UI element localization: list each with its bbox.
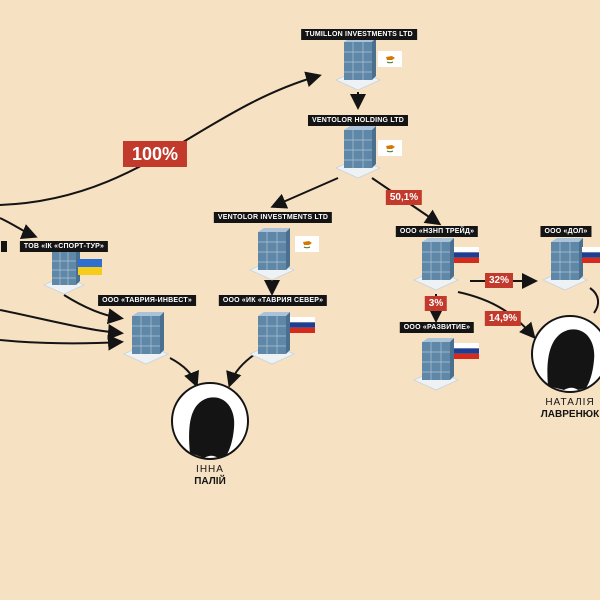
russia-flag <box>290 317 315 333</box>
arrow-tavria-invest-to-inna <box>169 357 199 388</box>
label-dol: ООО «ДОЛ» <box>540 226 592 237</box>
russia-flag <box>454 247 479 263</box>
building-tumillon <box>335 38 381 91</box>
arrow-dol-to-natalia <box>589 287 600 314</box>
label-razvitie: ООО «РАЗВИТИЕ» <box>399 322 475 333</box>
label-offscreen-entity <box>1 241 7 252</box>
russia-flag <box>582 247 600 263</box>
building-ventolor-holding <box>335 126 381 179</box>
arrow-nzp-to-natalia <box>457 291 536 340</box>
arrow-tavria-sever-to-inna <box>226 351 259 388</box>
percent-badge-100: 100% <box>122 141 188 167</box>
building-ik-tavria-sever <box>249 312 295 365</box>
label-nzp-trade: ООО «НЗНП ТРЕЙД» <box>395 226 479 237</box>
person-inna-name: ІННА ПАЛІЙ <box>194 464 226 488</box>
building-ventolor-investments <box>249 228 295 281</box>
label-tavria-invest: ООО «ТАВРИЯ-ИНВЕСТ» <box>98 295 196 306</box>
label-sport-tur: ТОВ «ІК «СПОРТ-ТУР» <box>19 241 109 252</box>
building-dol <box>542 238 588 291</box>
building-tavria-invest <box>123 312 169 365</box>
arrow-holding-to-ventolor-investments <box>270 177 339 209</box>
percent-badge-50-1: 50,1% <box>385 190 423 205</box>
person-last-name: ЛАВРЕНЮК <box>540 409 600 420</box>
percent-badge-32: 32% <box>484 273 514 288</box>
arrow-left-to-sport-tur <box>0 217 38 239</box>
cyprus-flag <box>378 140 402 156</box>
percent-badge-3: 3% <box>424 296 448 311</box>
person-inna-avatar <box>171 382 249 460</box>
person-first-name: ІННА <box>196 464 224 475</box>
russia-flag <box>454 343 479 359</box>
arrow-sport-tur-to-tavria-invest <box>63 294 124 325</box>
building-nzp-trade <box>413 238 459 291</box>
person-last-name: ПАЛІЙ <box>194 476 226 487</box>
cyprus-flag <box>378 51 402 67</box>
label-ik-tavria-sever: ООО «ИК «ТАВРИЯ СЕВЕР» <box>218 295 328 306</box>
person-natalia-name: НАТАЛІЯ ЛАВРЕНЮК <box>541 397 599 421</box>
cyprus-flag <box>295 236 319 252</box>
arrow-left-to-tavria-invest-2 <box>0 334 124 351</box>
ukraine-flag <box>78 259 102 275</box>
label-tumillon: TUMILLON INVESTMENTS LTD <box>301 29 417 40</box>
label-ventolor-investments: VENTOLOR INVESTMENTS LTD <box>213 212 333 223</box>
person-first-name: НАТАЛІЯ <box>545 397 595 408</box>
person-natalia-avatar <box>531 315 600 393</box>
arrow-left-to-tavria-invest-1 <box>0 309 124 340</box>
label-ventolor-holding: VENTOLOR HOLDING LTD <box>307 115 409 126</box>
building-razvitie <box>413 338 459 391</box>
percent-badge-14-9: 14,9% <box>484 311 522 326</box>
